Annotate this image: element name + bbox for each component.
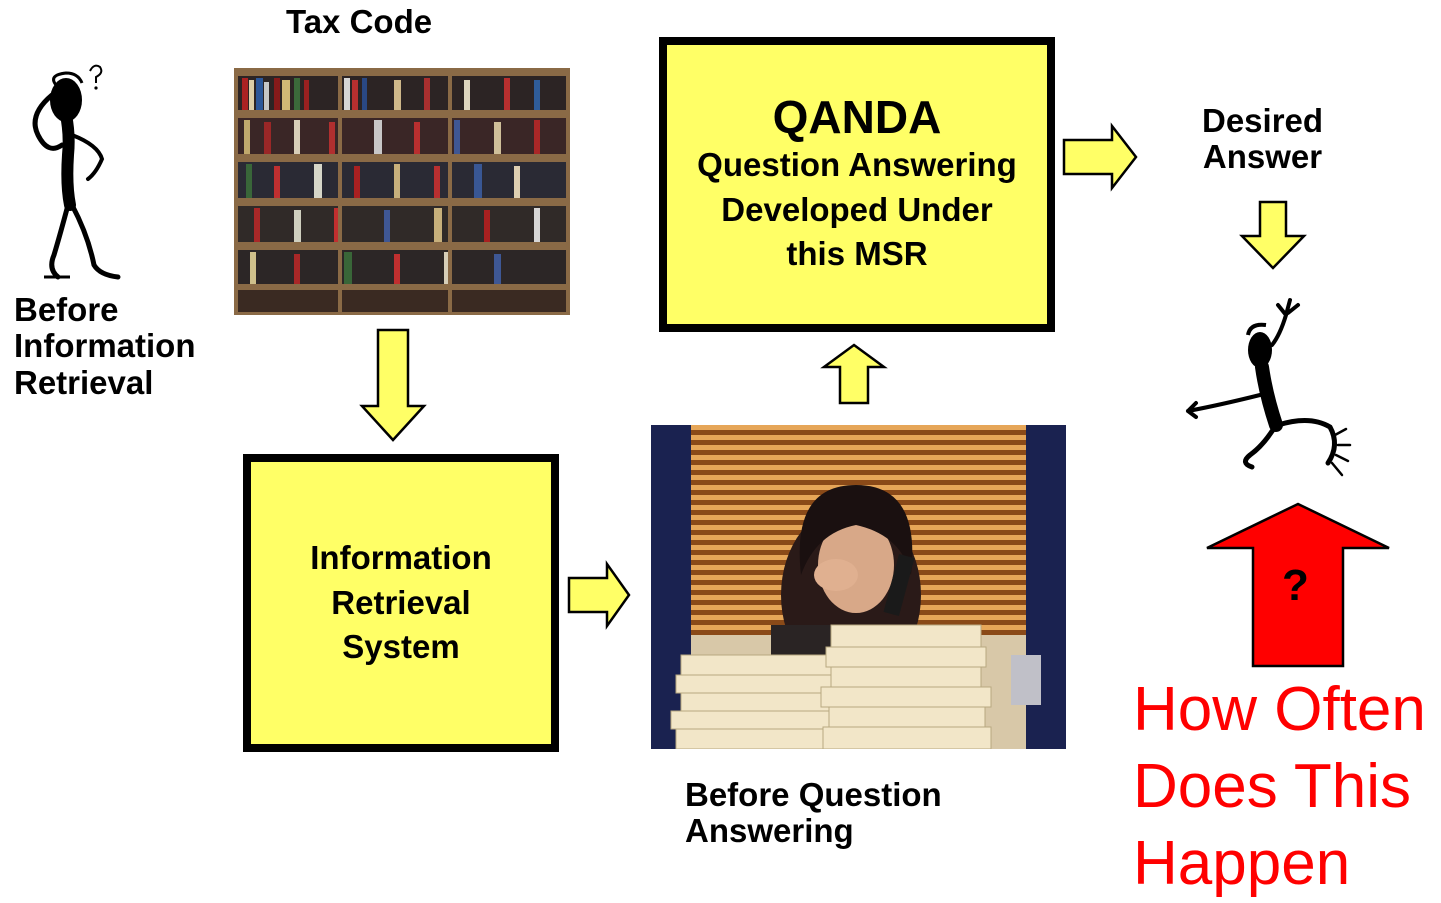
- ir-box-line-3: System: [342, 628, 460, 666]
- arrow-down-to-figure: [1239, 200, 1307, 270]
- stressed-worker-photo: [651, 425, 1066, 749]
- before-qa-label: Before Question Answering: [685, 776, 942, 850]
- arrow-right-to-answer: [1062, 122, 1138, 192]
- desired-answer-label: Desired Answer: [1202, 102, 1324, 176]
- how-often-label: How Often Does This Happen: [1133, 672, 1426, 903]
- before-qa-line-1: Before Question: [685, 776, 942, 813]
- tax-code-label: Tax Code: [286, 3, 433, 40]
- before-ir-label: Before Information Retrieval: [14, 291, 196, 401]
- ir-box-line-2: Retrieval: [331, 583, 471, 621]
- qanda-line-1: Question Answering: [697, 145, 1017, 183]
- red-up-arrow: [1206, 502, 1390, 668]
- how-often-line-1: How Often: [1133, 675, 1426, 744]
- how-often-line-3: Happen: [1133, 828, 1351, 898]
- red-arrow-question: ?: [1282, 561, 1309, 610]
- qanda-line-2: Developed Under: [721, 190, 993, 228]
- desired-answer-line-2: Answer: [1202, 138, 1323, 176]
- desired-answer-line-1: Desired: [1202, 102, 1324, 139]
- before-qa-line-2: Answering: [685, 812, 854, 850]
- qanda-title: QANDA: [772, 91, 942, 144]
- qanda-box: QANDA Question Answering Developed Under…: [659, 37, 1055, 332]
- bookshelf-photo: [234, 68, 570, 315]
- before-ir-line-2: Information: [14, 327, 196, 365]
- arrow-down-to-ir: [359, 328, 427, 442]
- ir-box-line-1: Information: [310, 539, 492, 577]
- how-often-line-2: Does This: [1133, 751, 1411, 821]
- arrow-up-to-qanda: [820, 343, 888, 405]
- information-retrieval-box: Information Retrieval System: [243, 454, 559, 752]
- qanda-line-3: this MSR: [786, 235, 928, 273]
- arrow-right-to-photo: [567, 560, 631, 630]
- jumping-stick-figure-icon: [1186, 298, 1352, 477]
- before-ir-line-1: Before: [14, 291, 119, 328]
- confused-stick-figure-icon: [32, 64, 121, 280]
- before-ir-line-3: Retrieval: [14, 363, 154, 401]
